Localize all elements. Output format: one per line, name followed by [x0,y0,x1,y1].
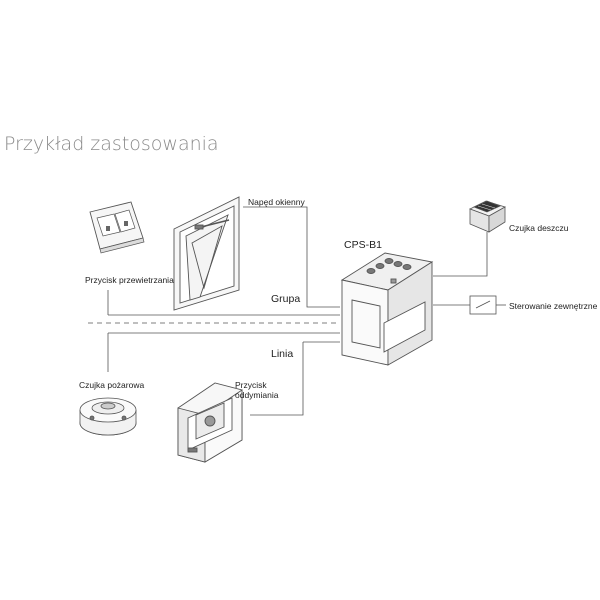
window-actuator-icon [173,196,240,311]
label-external-control: Sterowanie zewnętrzne [509,301,598,311]
smoke-exhaust-button-icon [177,382,243,463]
rain-sensor-wire [433,232,488,277]
smoke-detector-icon [79,397,137,436]
label-group: Grupa [271,293,300,305]
wires [88,206,506,416]
diagram-title: Przykład zastosowania [4,133,219,155]
switch-icon [469,295,497,315]
vent-button-icon [89,201,145,254]
label-window-actuator: Napęd okienny [248,197,305,207]
label-smoke-button-line2: oddymiania [235,390,279,400]
controller-box-icon [340,252,434,366]
label-vent-button: Przycisk przewietrzania [85,275,174,285]
label-smoke-sensor: Czujka pożarowa [79,380,144,390]
rain-sensor-icon [468,200,507,233]
label-line: Linia [271,348,293,360]
label-rain-sensor: Czujka deszczu [509,223,569,233]
smoke-button-wire [250,342,304,416]
label-controller: CPS-B1 [344,239,382,251]
label-smoke-button-line1: Przycisk [235,380,267,390]
actuator-leader [243,206,340,308]
